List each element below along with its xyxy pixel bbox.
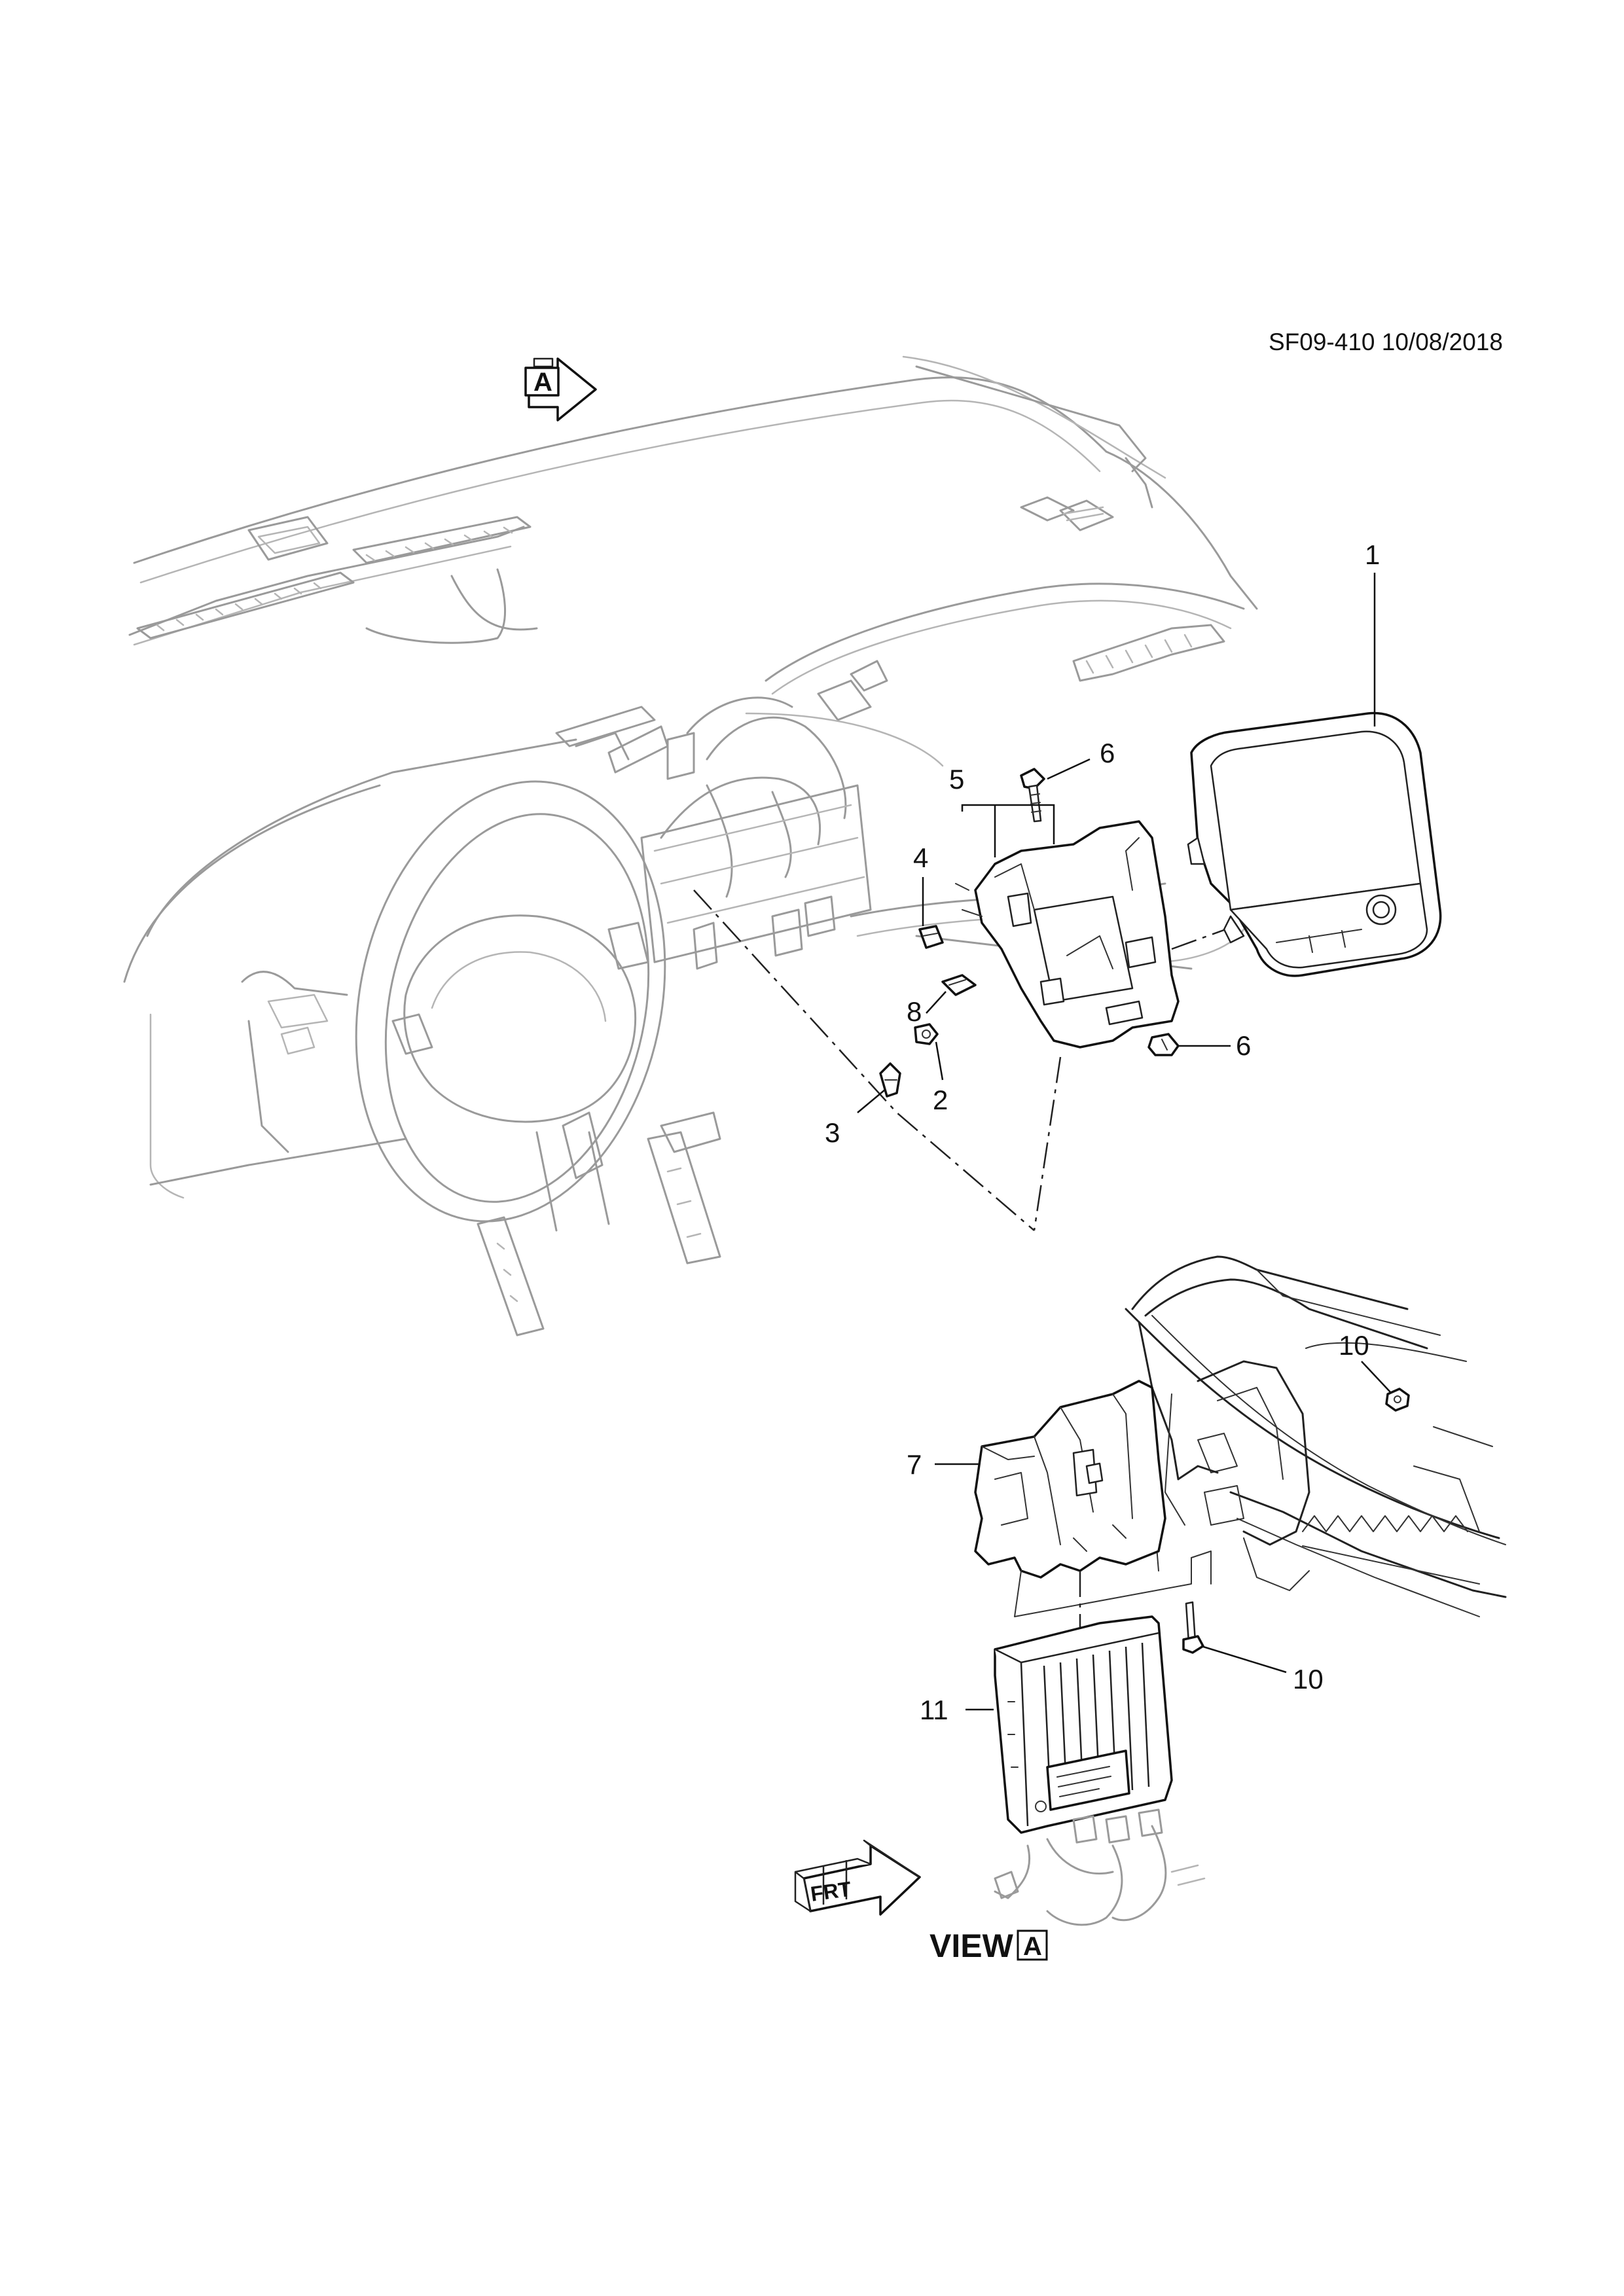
instrument-panel-illustration xyxy=(123,355,1258,1199)
support-brackets xyxy=(477,1111,721,1336)
view-a-title-text: VIEW xyxy=(929,1928,1014,1964)
callout-4: 4 xyxy=(913,842,928,873)
assembly-line-center xyxy=(693,889,1035,1231)
callout-6-lower: 6 xyxy=(1236,1030,1251,1061)
assembly-line-body-mount xyxy=(1191,1551,1212,1585)
view-a-marker-letter: A xyxy=(533,368,552,397)
part-10-nut-upper xyxy=(1385,1388,1410,1412)
callout-10-lower: 10 xyxy=(1293,1664,1324,1695)
part-3-clip xyxy=(879,1062,901,1098)
part-2-fastener xyxy=(914,1023,939,1045)
defrost-grille xyxy=(136,516,532,639)
steering-wheel-illustration xyxy=(355,780,666,1232)
part-11-control-module xyxy=(994,1615,1173,1834)
view-a-direction-arrow: A xyxy=(524,357,597,422)
diagram-reference-code: SF09-410 10/08/2018 xyxy=(1269,329,1503,355)
front-direction-label: FRT xyxy=(809,1877,853,1906)
callout-5: 5 xyxy=(949,764,964,795)
assembly-line-module xyxy=(1014,1557,1192,1617)
direction-arrow-icon xyxy=(524,357,597,422)
part-5-radio-bracket xyxy=(955,820,1180,1049)
callout-7: 7 xyxy=(907,1449,922,1480)
view-a-title-box xyxy=(1017,1929,1048,1961)
part-1-display xyxy=(1187,711,1442,977)
callout-3: 3 xyxy=(825,1117,840,1148)
part-10-screw-lower xyxy=(1182,1601,1204,1654)
view-a-body-structure xyxy=(1125,1255,1507,1617)
part-4-clip xyxy=(918,925,944,949)
hardware-parts xyxy=(879,768,1180,1098)
part-6-screw-upper xyxy=(1020,768,1045,823)
callout-1: 1 xyxy=(1365,539,1380,570)
callouts: 1 5 6 4 8 6 2 3 10 xyxy=(825,539,1392,1725)
part-8-clip xyxy=(941,974,977,996)
callout-11: 11 xyxy=(920,1695,948,1725)
view-a-title: VIEW A xyxy=(929,1928,1048,1964)
assembly-line-radio-bracket xyxy=(1033,1056,1062,1231)
callout-10-upper: 10 xyxy=(1339,1330,1369,1361)
module-wiring-harness xyxy=(994,1808,1206,1926)
view-a-title-letter: A xyxy=(1023,1932,1042,1961)
front-direction-icon xyxy=(794,1839,921,1916)
front-direction-indicator: FRT xyxy=(794,1839,921,1916)
callout-6-upper: 6 xyxy=(1100,738,1115,768)
callout-8: 8 xyxy=(907,996,922,1027)
callout-2: 2 xyxy=(933,1085,948,1115)
part-7-module-bracket xyxy=(974,1380,1166,1579)
part-6-screw-lower xyxy=(1147,1033,1180,1056)
